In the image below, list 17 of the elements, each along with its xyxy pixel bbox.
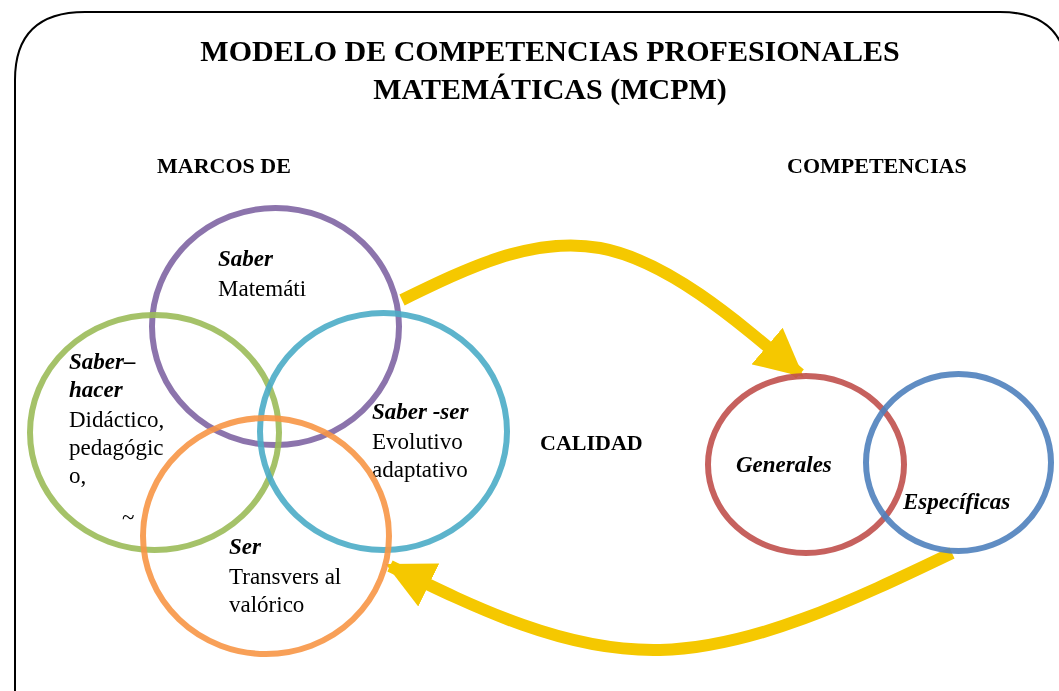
diagram-title: MODELO DE COMPETENCIAS PROFESIONALES MATEMÁTICAS (MCPM) bbox=[200, 33, 900, 107]
circle-text: Transvers al valórico bbox=[229, 563, 343, 619]
section-label: CALIDAD bbox=[540, 430, 643, 456]
section-label: MARCOS DE bbox=[157, 153, 291, 179]
circle-heading: Generales bbox=[736, 451, 833, 479]
circle-heading: Saber -ser bbox=[372, 398, 470, 426]
circle-text: ~ bbox=[122, 504, 136, 532]
circle-heading: Específicas bbox=[903, 488, 1012, 516]
circle-shape bbox=[863, 371, 1054, 554]
circle-heading: Saber bbox=[218, 245, 274, 273]
circle-shape bbox=[27, 312, 282, 553]
circle-heading: Ser bbox=[229, 533, 262, 561]
circle-text: Matemáti bbox=[218, 275, 308, 303]
circle-text: Didáctico, pedagógic o, bbox=[69, 406, 166, 490]
section-label: COMPETENCIAS bbox=[787, 153, 967, 179]
circle-text: Evolutivo adaptativo bbox=[372, 428, 469, 484]
circle-heading: Saber– hacer bbox=[69, 348, 137, 404]
